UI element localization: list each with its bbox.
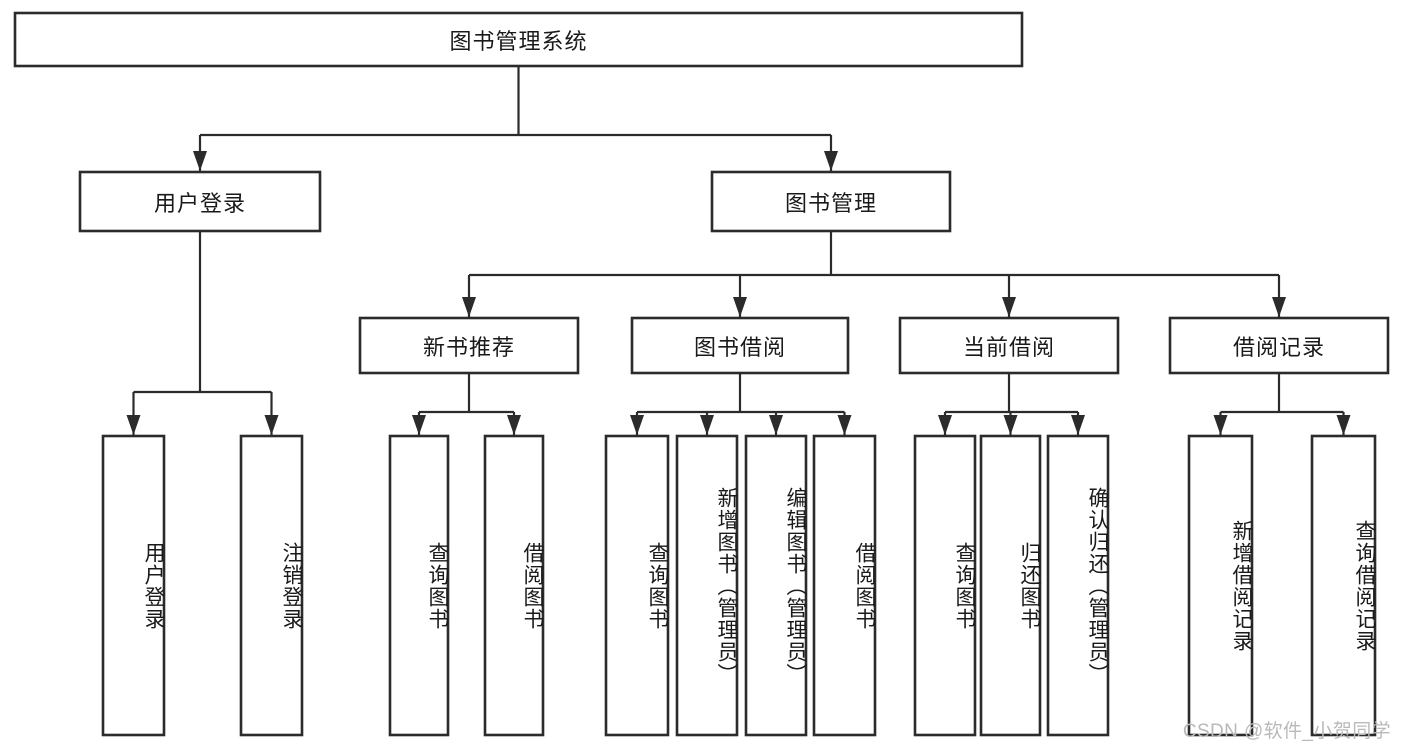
node-box-查询图书[interactable] (604, 434, 670, 737)
arrow-head-icon-to-图书借阅 (733, 297, 747, 317)
node-box-用户登录[interactable] (78, 170, 322, 233)
arrow-head-icon-leaf (1336, 415, 1351, 435)
arrow-head-icon-to-新书推荐 (462, 297, 476, 317)
node-box-确认归还管理员[interactable] (1046, 434, 1110, 737)
arrow-head-icon-leaf (769, 415, 783, 435)
node-box-归还图书[interactable] (979, 434, 1042, 737)
csdn-watermark: CSDN @软件_小贺同学 (1182, 721, 1391, 742)
arrow-head-icon-leaf (264, 415, 279, 435)
node-box-借阅图书[interactable] (812, 434, 877, 737)
arrow-head-icon-leaf (700, 415, 714, 435)
arrow-head-icon-to-当前借阅 (1002, 297, 1016, 317)
arrow-head-icon-to-用户登录 (193, 151, 207, 171)
node-box-查询图书[interactable] (388, 434, 450, 737)
arrow-head-icon-leaf (1003, 415, 1018, 435)
node-box-图书借阅[interactable] (630, 316, 850, 375)
arrow-head-icon-leaf (412, 415, 426, 435)
arrow-head-icon-leaf (938, 415, 952, 435)
node-box-图书管理系统[interactable] (13, 11, 1024, 68)
arrow-head-icon-leaf (630, 415, 644, 435)
arrow-head-icon-leaf (1213, 415, 1228, 435)
arrow-head-icon-to-借阅记录 (1272, 297, 1286, 317)
arrow-head-icon-leaf (1071, 415, 1085, 435)
arrow-head-icon-to-图书管理 (824, 151, 838, 171)
node-box-用户登录[interactable] (101, 434, 166, 737)
arrow-head-icon-leaf (507, 415, 521, 435)
node-box-新增图书管理员[interactable] (675, 434, 739, 737)
arrow-head-icon-leaf (837, 415, 852, 435)
node-box-图书管理[interactable] (710, 170, 952, 233)
node-box-查询图书[interactable] (913, 434, 977, 737)
arrow-head-icon-leaf (126, 415, 141, 435)
node-box-新书推荐[interactable] (358, 316, 580, 375)
node-box-当前借阅[interactable] (898, 316, 1120, 375)
node-box-注销登录[interactable] (239, 434, 304, 737)
connector-layer (126, 66, 1351, 435)
node-box-layer (13, 11, 1390, 737)
node-box-借阅图书[interactable] (483, 434, 545, 737)
node-box-编辑图书管理员[interactable] (744, 434, 808, 737)
node-box-查询借阅记录[interactable] (1310, 434, 1377, 737)
node-box-新增借阅记录[interactable] (1187, 434, 1254, 737)
node-box-借阅记录[interactable] (1168, 316, 1390, 375)
